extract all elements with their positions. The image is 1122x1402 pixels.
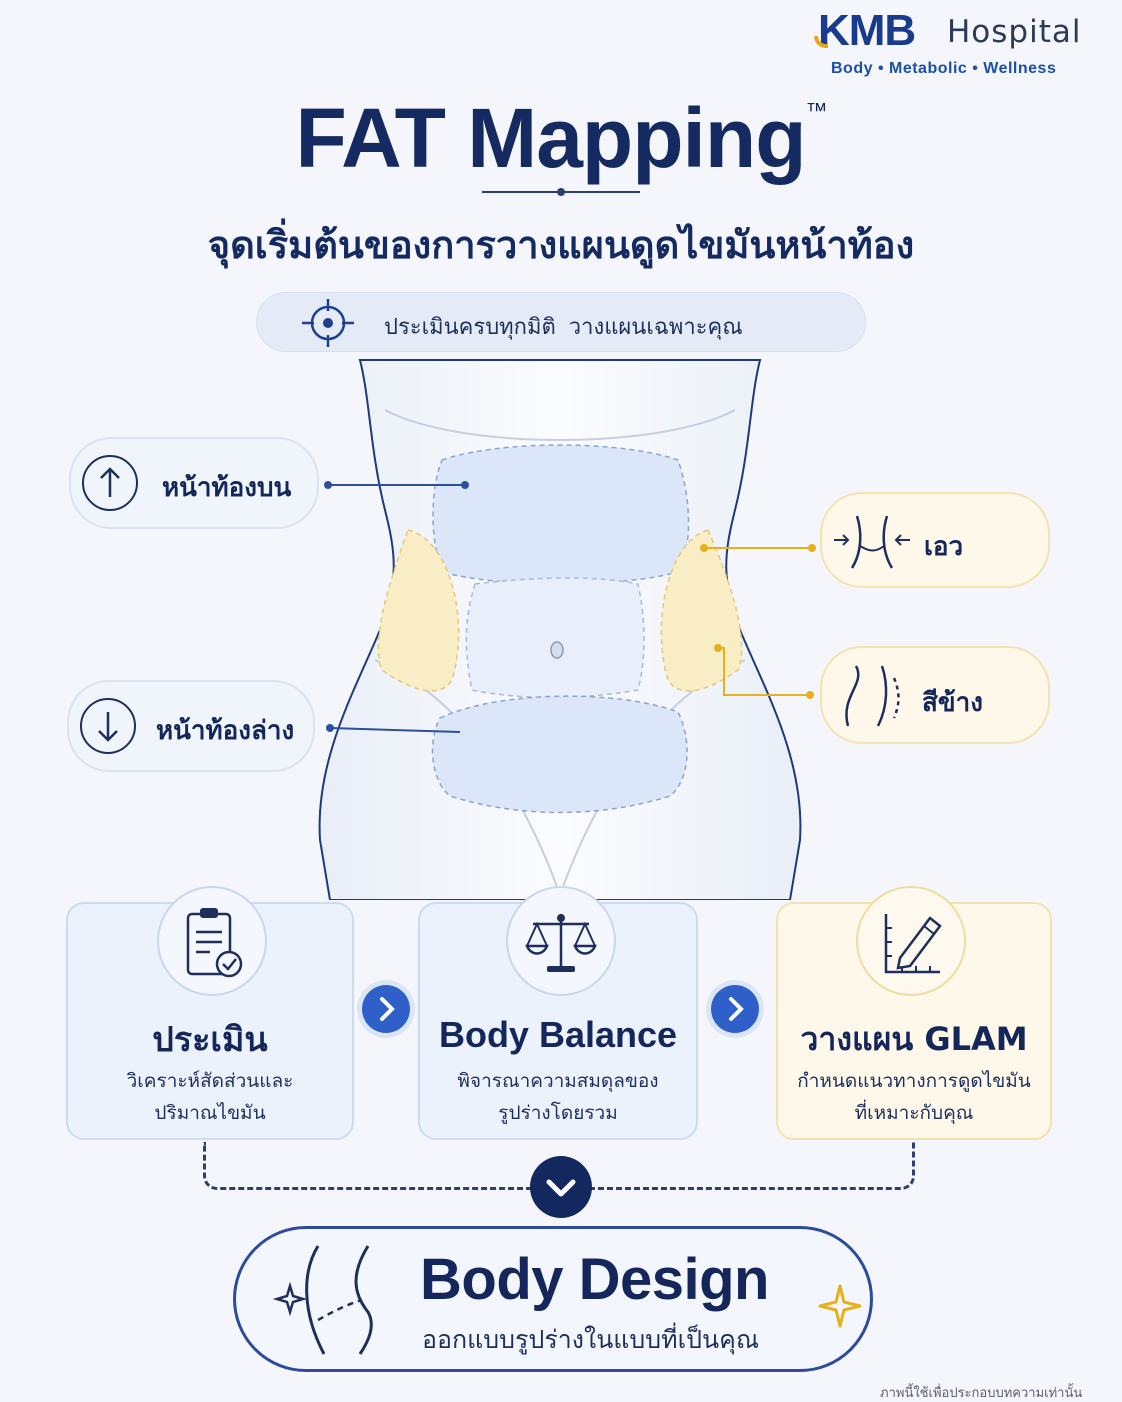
down-arrow bbox=[530, 1156, 592, 1218]
navel bbox=[550, 641, 564, 659]
body-silhouette-icon bbox=[272, 1242, 392, 1362]
step-glam-title: วางแผน GLAM bbox=[800, 1020, 1028, 1058]
right-flank-zone bbox=[660, 529, 743, 692]
logo-tagline: Body • Metabolic • Wellness bbox=[831, 60, 1057, 77]
footnote: ภาพนี้ใช้เพื่อประกอบบทความเท่านั้น bbox=[880, 1386, 1083, 1401]
trademark: ™ bbox=[805, 98, 828, 123]
title-divider-dot bbox=[557, 188, 565, 196]
body-design-subtitle: ออกแบบรูปร่างในแบบที่เป็นคุณ bbox=[422, 1325, 760, 1354]
next-arrow-1 bbox=[362, 985, 410, 1033]
assessment-pill bbox=[256, 292, 866, 352]
next-arrow-2 bbox=[711, 985, 759, 1033]
label-waist-text: เอว bbox=[924, 532, 964, 562]
step-balance-line1: พิจารณาความสมดุลของ bbox=[457, 1070, 659, 1092]
logo-swoosh-icon bbox=[814, 36, 828, 48]
ruler-pencil-icon bbox=[880, 908, 946, 982]
label-upper-abdomen-text: หน้าท้องบน bbox=[162, 473, 292, 503]
waist-icon bbox=[832, 512, 912, 576]
balance-scale-icon bbox=[523, 910, 599, 980]
page-title: FAT Mapping™ bbox=[295, 91, 828, 185]
assessment-pill-text: ประเมินครบทุกมิติ วางแผนเฉพาะคุณ bbox=[384, 315, 743, 340]
upper-abdomen-zone bbox=[432, 444, 690, 585]
body-design-panel bbox=[233, 1226, 873, 1372]
logo-name: Hospital bbox=[947, 14, 1082, 50]
step-glam-line1: กำหนดแนวทางการดูดไขมัน bbox=[797, 1070, 1031, 1092]
arrow-down-icon bbox=[80, 698, 136, 754]
clipboard-check-icon bbox=[180, 904, 246, 984]
body-design-title: Body Design bbox=[420, 1247, 770, 1312]
page-subtitle: จุดเริ่มต้นของการวางแผนดูดไขมันหน้าท้อง bbox=[207, 223, 915, 267]
sparkle-icon bbox=[818, 1284, 862, 1332]
arrow-up-icon bbox=[82, 455, 138, 511]
target-icon bbox=[300, 297, 356, 353]
step-assess-line1: วิเคราะห์สัดส่วนและ bbox=[126, 1070, 294, 1092]
left-flank-zone bbox=[377, 529, 460, 692]
mid-abdomen-zone bbox=[465, 577, 645, 699]
step-assess-line2: ปริมาณไขมัน bbox=[154, 1102, 266, 1124]
step-balance-line2: รูปร่างโดยรวม bbox=[498, 1102, 618, 1124]
flank-icon bbox=[838, 664, 904, 732]
logo-brand: KMB bbox=[814, 6, 916, 56]
label-flanks-text: สีข้าง bbox=[922, 688, 983, 718]
label-flanks bbox=[820, 646, 1050, 744]
lower-abdomen-connector bbox=[329, 727, 461, 733]
step-assess-title: ประเมิน bbox=[152, 1020, 268, 1060]
step-glam-line2: ที่เหมาะกับคุณ bbox=[854, 1102, 974, 1124]
chest-line bbox=[384, 409, 736, 441]
step-glam-icon-circle bbox=[856, 886, 966, 996]
torso-figure bbox=[318, 359, 816, 900]
label-lower-abdomen-text: หน้าท้องล่าง bbox=[156, 716, 295, 746]
step-balance-title: Body Balance bbox=[438, 1014, 678, 1055]
lower-abdomen-zone bbox=[431, 695, 688, 814]
label-waist bbox=[820, 492, 1050, 588]
